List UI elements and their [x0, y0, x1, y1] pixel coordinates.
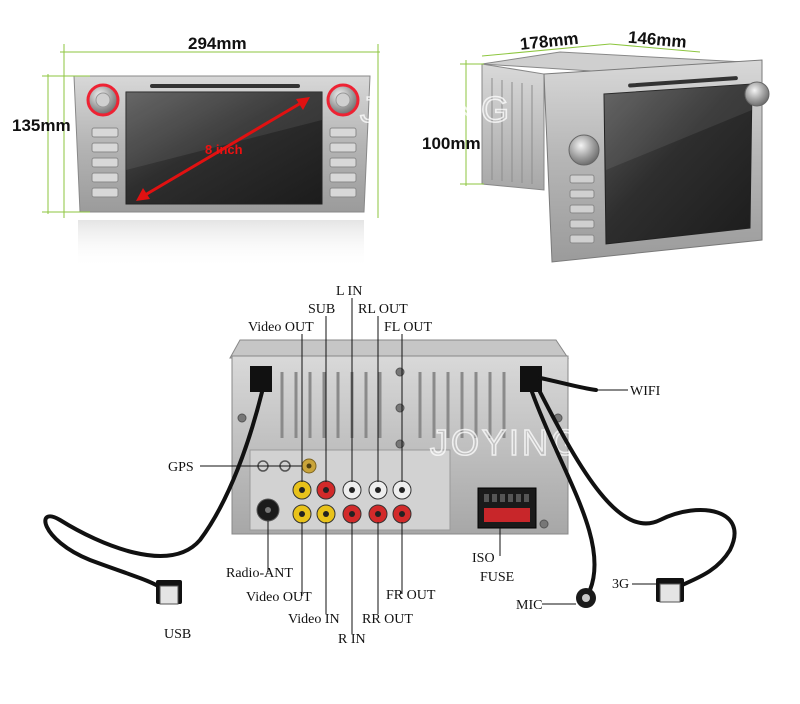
label-mic: MIC	[516, 598, 542, 613]
chassis-height-label: 100mm	[422, 134, 481, 153]
chassis-side	[481, 63, 545, 191]
side-screen	[603, 83, 753, 245]
usb-cable-left	[43, 390, 264, 592]
height-label: 135mm	[12, 116, 71, 135]
label-3g: 3G	[612, 577, 629, 592]
label-video-in: Video IN	[288, 612, 340, 627]
depth-guide	[481, 43, 611, 57]
side-volume-knob	[568, 134, 600, 166]
label-fl-out: FL OUT	[384, 320, 433, 335]
side-view: 178mm 146mm 100mm JOYING	[359, 28, 770, 263]
rear-width-label: 146mm	[627, 28, 687, 52]
usb-connector-block	[250, 366, 272, 392]
disc-slot	[150, 84, 300, 88]
label-wifi: WIFI	[630, 384, 661, 399]
label-video-out-bottom: Video OUT	[246, 590, 312, 605]
front-right-buttons	[329, 127, 357, 198]
tune-knob-cap	[335, 92, 351, 108]
rear-top-flange	[229, 339, 569, 359]
label-fr-out: FR OUT	[386, 588, 436, 603]
screen-glare	[126, 92, 322, 170]
label-usb: USB	[164, 627, 191, 642]
gps-connector-pin	[306, 463, 312, 469]
label-gps: GPS	[168, 460, 194, 475]
label-rr-out: RR OUT	[362, 612, 413, 627]
side-left-buttons	[569, 174, 595, 244]
screen-diagonal-arrow	[139, 98, 307, 200]
rear-width-guide	[609, 43, 701, 53]
front-reflection	[78, 220, 364, 268]
side-disc-slot	[628, 76, 738, 88]
arrowhead-bottom	[136, 188, 150, 201]
wifi-connector-block	[520, 366, 542, 392]
label-iso: ISO	[472, 551, 495, 566]
3g-cable	[538, 390, 737, 592]
arrowhead-top	[296, 97, 310, 110]
rear-panel: JOYING	[229, 339, 580, 535]
mic-jack	[576, 588, 596, 608]
width-label: 294mm	[188, 34, 247, 53]
usb-plug-3g	[656, 578, 684, 603]
wifi-cable	[538, 376, 598, 392]
leader-lines	[200, 298, 656, 634]
front-view: 8 inch 294mm 135mm	[12, 34, 380, 268]
mic-cable	[530, 390, 597, 592]
depth-label: 178mm	[519, 29, 579, 54]
screen-size-label: 8 inch	[205, 142, 243, 157]
label-fuse: FUSE	[480, 570, 514, 585]
rca-row-bottom-centers	[299, 511, 405, 517]
label-rl-out: RL OUT	[358, 302, 408, 317]
watermark-top: JOYING	[360, 89, 512, 130]
port-labels: L IN SUB RL OUT Video OUT FL OUT WIFI GP…	[164, 284, 661, 647]
chassis-ribs	[491, 78, 533, 184]
label-radio-ant: Radio-ANT	[226, 566, 293, 581]
front-left-buttons	[91, 127, 119, 198]
side-tune-knob	[744, 81, 770, 107]
label-l-in: L IN	[336, 284, 362, 299]
rca-row-top-centers	[299, 487, 405, 493]
label-video-out-top: Video OUT	[248, 320, 314, 335]
side-screen-glare	[604, 84, 752, 170]
cables	[43, 376, 737, 592]
rca-row-top	[292, 480, 412, 500]
label-sub: SUB	[308, 302, 335, 317]
iso-pins	[484, 494, 529, 502]
radio-ant-pin	[265, 507, 271, 513]
label-r-in: R IN	[338, 632, 366, 647]
volume-knob-cap	[95, 92, 111, 108]
usb-plug-left	[156, 580, 182, 605]
iso-connector-red-insert	[484, 508, 530, 522]
